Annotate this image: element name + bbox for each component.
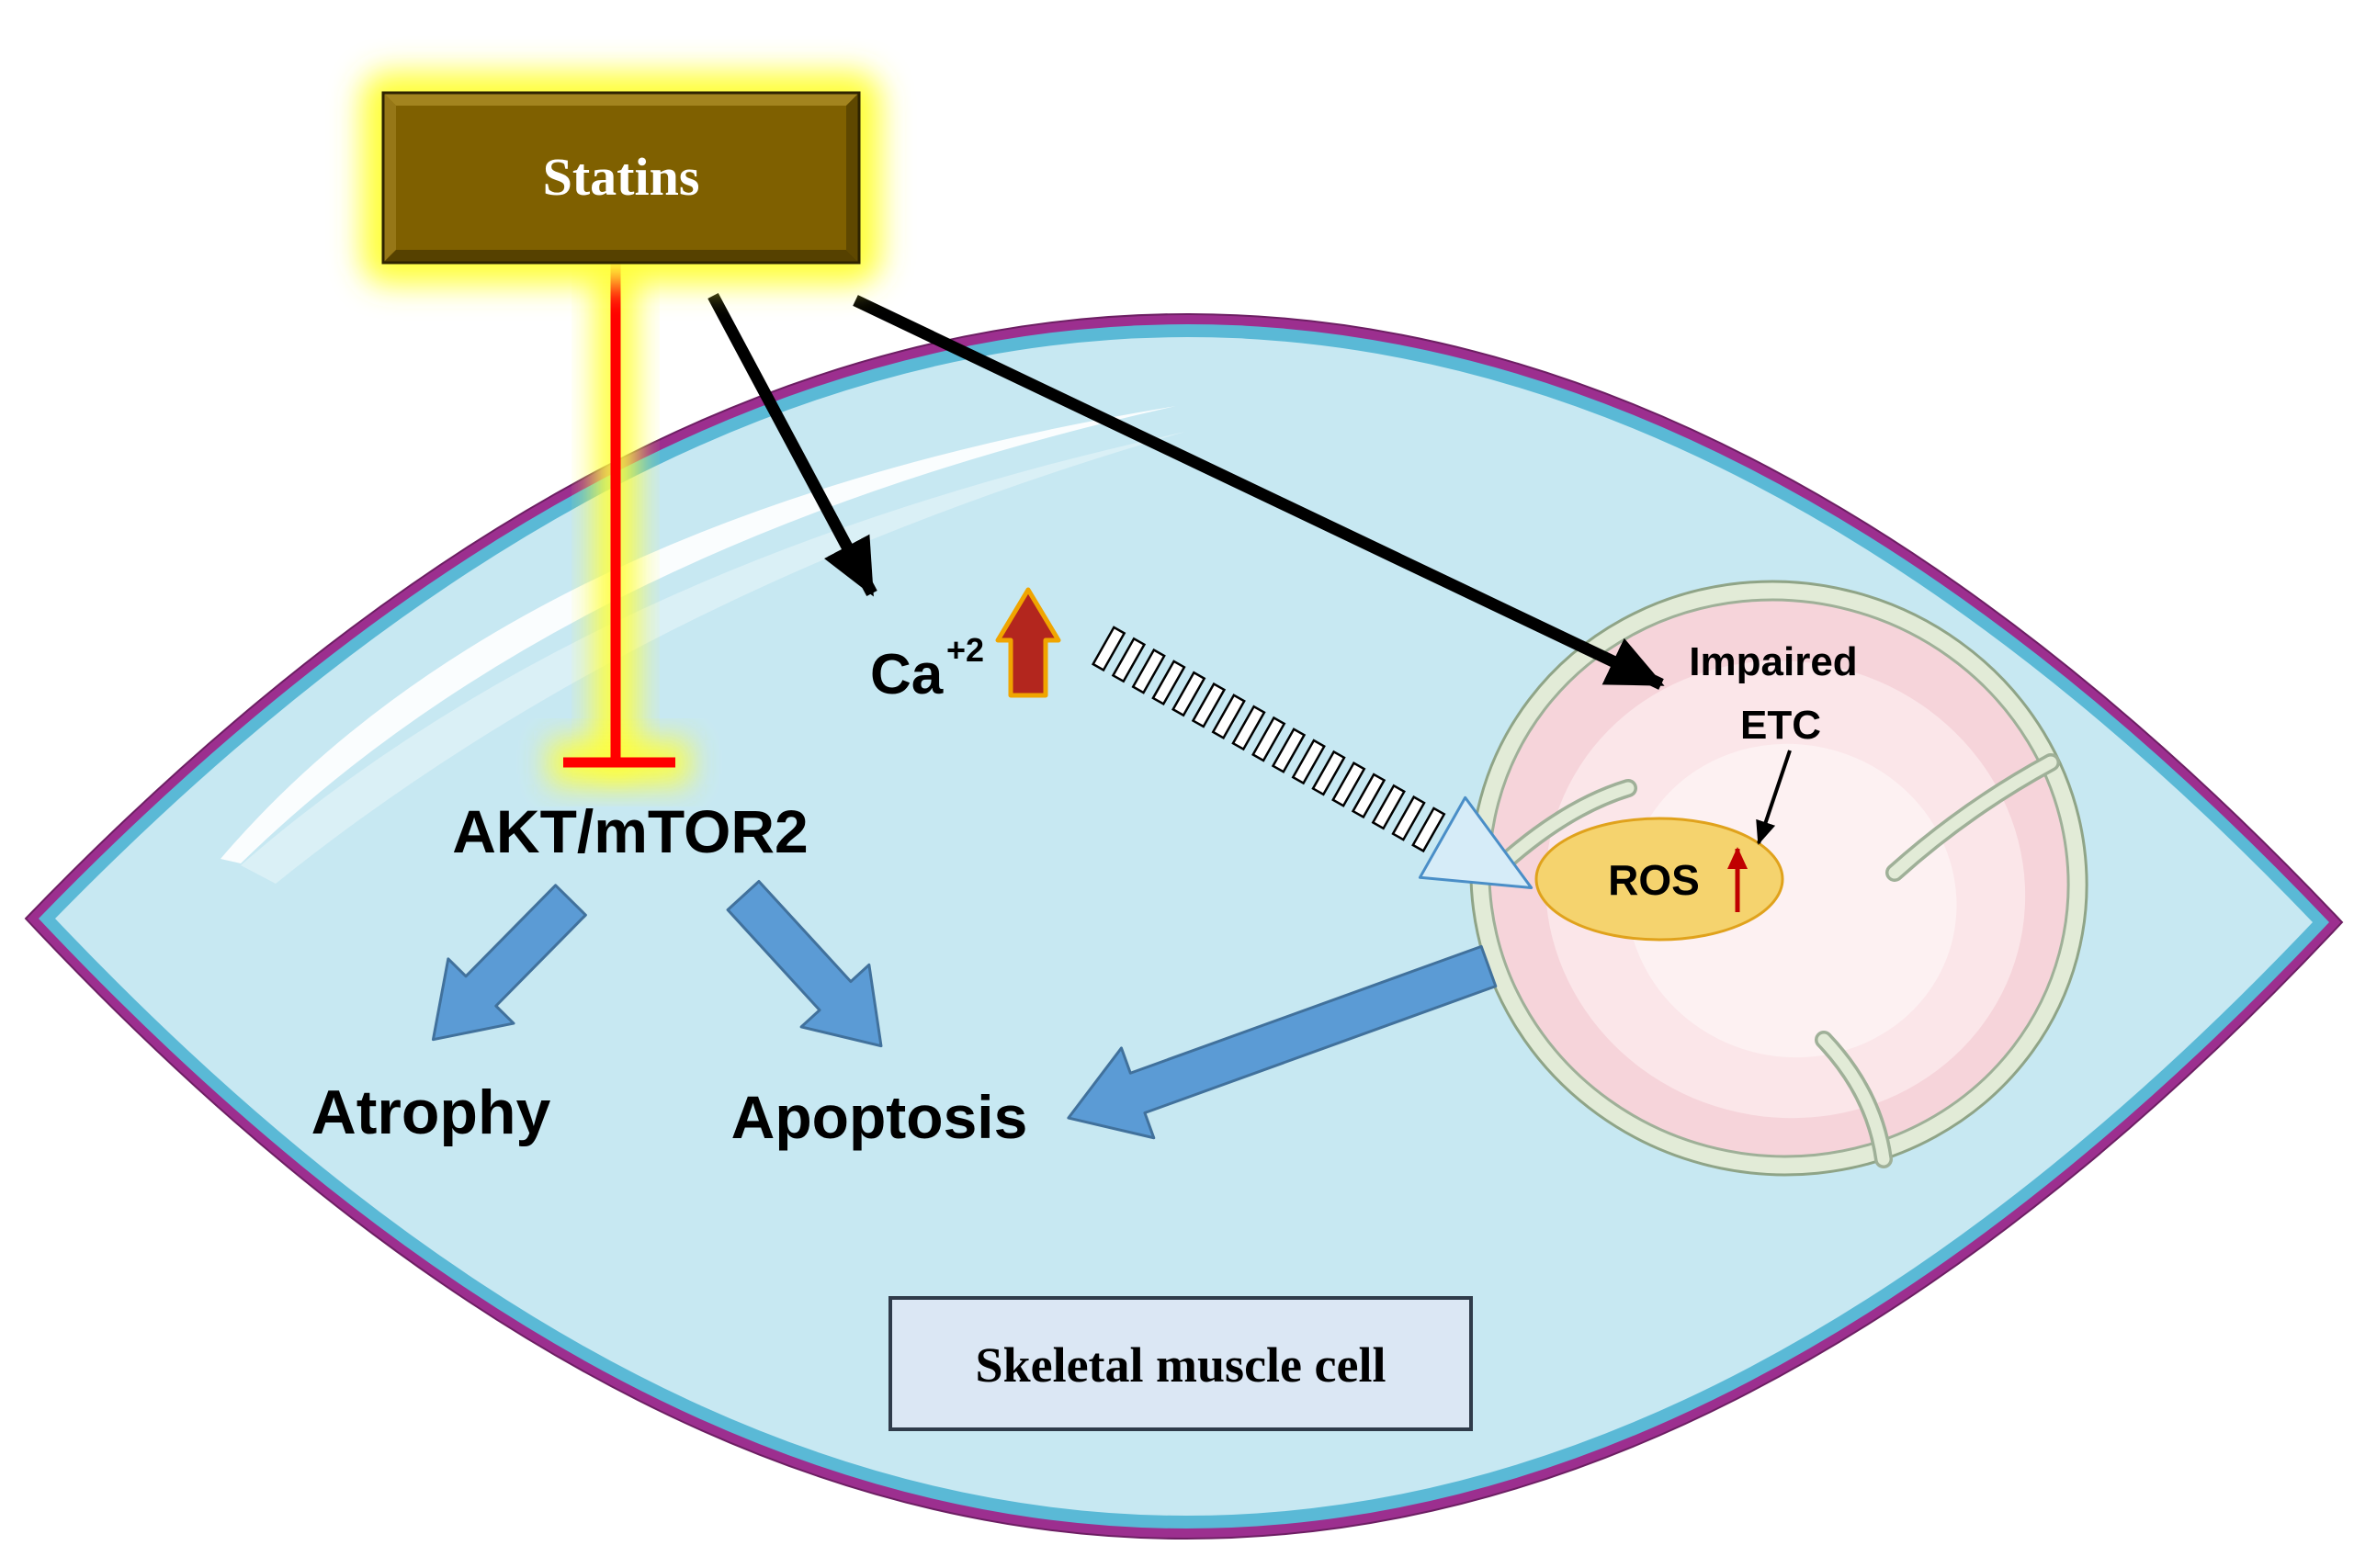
calcium-charge: +2 <box>946 631 984 669</box>
arrow-statins-to-calcium <box>707 292 877 597</box>
ros-ellipse <box>1534 817 1784 942</box>
calcium-label: Ca <box>870 643 944 706</box>
calcium-to-ros-dashed-arrow <box>1091 626 1533 889</box>
statins-label: Statins <box>543 147 700 207</box>
dashed-arrow-segment <box>1171 671 1206 717</box>
akt-to-atrophy-arrow <box>431 884 587 1042</box>
dashed-arrow-head <box>1418 795 1533 889</box>
cell-label: Skeletal muscle cell <box>976 1337 1386 1393</box>
statins-box-bevel-left <box>383 93 396 263</box>
calcium-increase-arrow <box>995 587 1061 698</box>
dashed-arrow-segment <box>1371 784 1406 830</box>
akt-mtor2-label: AKT/mTOR2 <box>452 797 809 865</box>
dashed-arrow-segment <box>1131 648 1166 694</box>
impaired-etc-line1: Impaired <box>1689 639 1857 684</box>
dashed-arrow-segment <box>1331 761 1366 807</box>
atrophy-label: Atrophy <box>311 1077 551 1147</box>
arrow-statins-to-impaired-etc <box>853 295 1665 690</box>
statins-box-outline <box>381 91 861 265</box>
ros-label: ROS <box>1608 856 1700 904</box>
inhibition-bar <box>563 757 675 768</box>
dashed-arrow-segment <box>1251 716 1286 762</box>
cell-label-box <box>888 1296 1473 1431</box>
impaired-etc-line2: ETC <box>1740 703 1821 748</box>
akt-to-apoptosis-arrow <box>726 879 883 1048</box>
dashed-arrow-segment <box>1271 728 1307 773</box>
dashed-arrow-segment <box>1311 750 1346 796</box>
statins-box-base <box>383 93 859 263</box>
dashed-arrow-segment <box>1291 739 1326 785</box>
dashed-arrow-segment <box>1411 807 1446 853</box>
statins-box-bevel-bottom <box>383 250 859 263</box>
dashed-arrow-segment <box>1351 773 1386 819</box>
ros-to-apoptosis-arrow <box>1067 944 1498 1140</box>
crista <box>1888 756 2057 879</box>
crista <box>1817 1033 1890 1166</box>
statins-box-bevel-right <box>846 93 859 263</box>
dashed-arrow-segment <box>1091 626 1126 672</box>
statins-box: Statins <box>381 91 861 265</box>
statins-box-bevel-top <box>383 93 859 106</box>
dashed-arrow-segment <box>1211 694 1246 739</box>
dashed-arrow-segment <box>1151 660 1186 706</box>
dashed-arrow-segment <box>1191 682 1227 728</box>
inhibition-line <box>610 263 621 762</box>
etc-to-ros-arrow <box>1756 750 1792 845</box>
apoptosis-label: Apoptosis <box>731 1083 1028 1151</box>
dashed-arrow-segment <box>1231 705 1266 751</box>
dashed-arrow-segment <box>1111 637 1147 683</box>
dashed-arrow-segment <box>1391 795 1426 841</box>
